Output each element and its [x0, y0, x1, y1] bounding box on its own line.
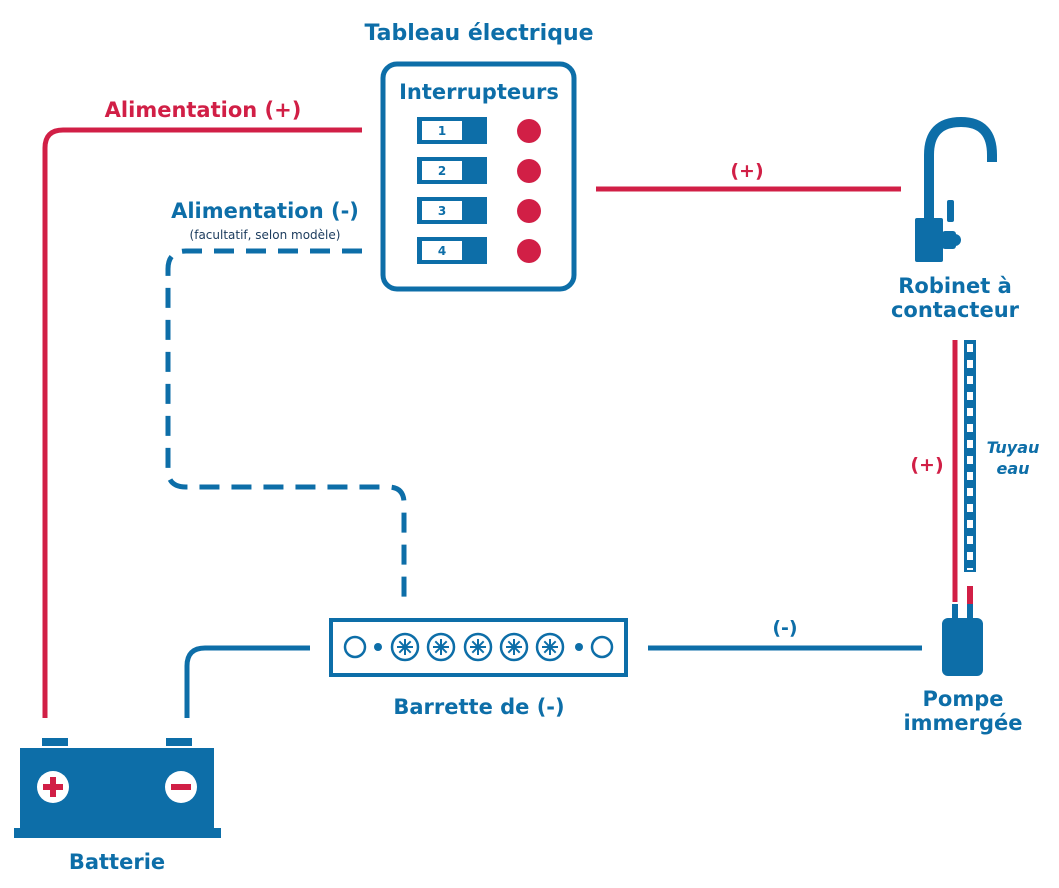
pump-label-line1: Pompe [923, 687, 1004, 711]
switch-row-4[interactable] [417, 237, 541, 264]
battery-plus-icon [37, 771, 69, 803]
faucet-positive-label: (+) [730, 160, 763, 182]
negative-supply-label: Alimentation (-) [171, 199, 359, 223]
switch-label-4: 4 [438, 244, 446, 258]
faucet-icon [915, 116, 997, 262]
busbar-terminal-end-left [343, 635, 367, 659]
negative-busbar [329, 618, 628, 677]
negative-supply-note: (facultatif, selon modèle) [190, 228, 341, 242]
busbar-terminal-end-right [590, 635, 614, 659]
switch-label-2: 2 [438, 164, 446, 178]
battery-icon [14, 738, 221, 838]
busbar-label: Barrette de (-) [393, 695, 564, 719]
battery-label: Batterie [69, 850, 165, 874]
pump-positive-label: (+) [910, 454, 943, 476]
switch-label-1: 1 [438, 124, 446, 138]
panel-title: Tableau électrique [364, 21, 593, 46]
busbar-screw-3 [463, 632, 493, 662]
switch-row-1[interactable] [417, 117, 541, 144]
panel-subtitle: Interrupteurs [399, 80, 559, 104]
battery-minus-icon [165, 771, 197, 803]
negative-supply-dashed-wire [165, 248, 407, 597]
hose-label-line2: eau [996, 459, 1029, 478]
busbar-screw-4 [499, 632, 529, 662]
busbar-screw-5 [535, 632, 565, 662]
hose-label-line1: Tuyau [987, 438, 1040, 457]
busbar-screw-1 [390, 632, 420, 662]
positive-supply-wire [42, 127, 362, 718]
labels: Tableau électrique Interrupteurs 1 2 3 4… [69, 21, 1040, 874]
pump-label-line2: immergée [903, 711, 1022, 735]
switch-row-2[interactable] [417, 157, 541, 184]
water-hose [964, 340, 976, 604]
pump-negative-label: (-) [772, 617, 797, 639]
faucet-label-line2: contacteur [891, 298, 1020, 322]
busbar-screw-2 [426, 632, 456, 662]
electrical-panel [380, 61, 577, 292]
battery-negative-wire [184, 645, 310, 718]
indicator-light-1 [517, 119, 541, 143]
switch-row-3[interactable] [417, 197, 541, 224]
indicator-light-3 [517, 199, 541, 223]
indicator-light-2 [517, 159, 541, 183]
positive-supply-label: Alimentation (+) [105, 98, 302, 122]
indicator-light-4 [517, 239, 541, 263]
faucet-label-line1: Robinet à [898, 274, 1012, 298]
switch-label-3: 3 [438, 204, 446, 218]
submersible-pump-icon [942, 604, 983, 676]
wires [42, 127, 958, 718]
